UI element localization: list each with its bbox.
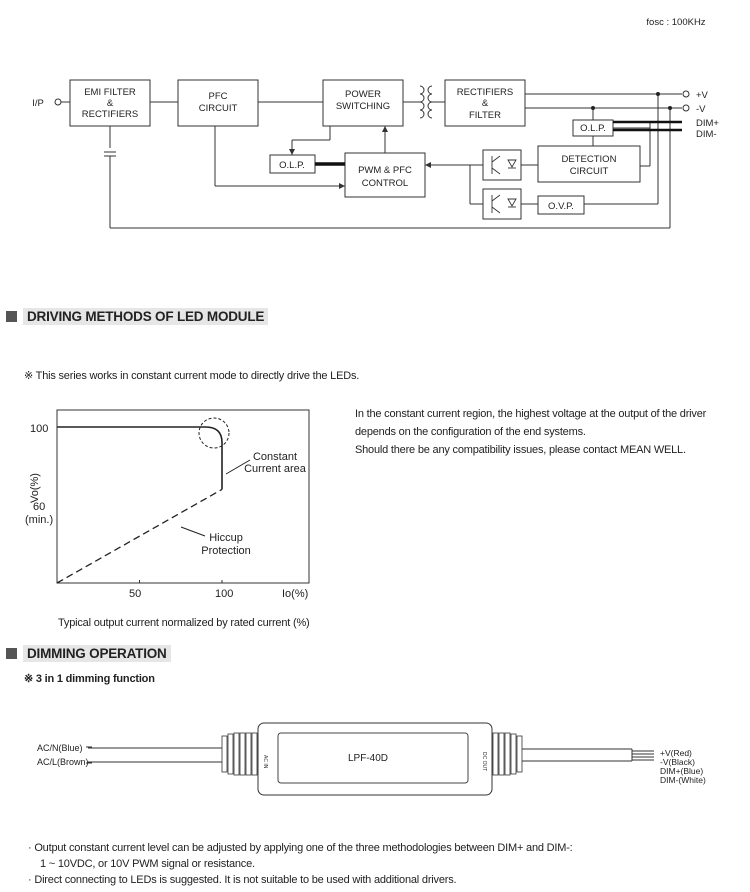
dimming-bullet-2: · Direct connecting to LEDs is suggested… [28,874,457,886]
svg-text:RECTIFIERS: RECTIFIERS [82,109,138,120]
module-dc-marking: DC OUT [481,752,487,771]
svg-text:CONTROL: CONTROL [362,178,408,189]
block-diagram: fosc : 100KHz I/P EMI FILTER & RECTIFIER… [32,17,719,229]
svg-text:&: & [482,98,489,109]
vplus-terminal [682,90,690,98]
y-axis-label: Vo(%) [29,473,41,503]
chart-caption: Typical output current normalized by rat… [58,617,310,629]
svg-text:O.L.P.: O.L.P. [580,123,606,134]
right-wire-label-1: +V(Red) [660,748,692,758]
driving-section-header: DRIVING METHODS OF LED MODULE [6,307,269,325]
left-wire-label-1: AC/N(Blue) [37,743,83,753]
knee-highlight-circle [198,417,230,449]
driving-note: ※ This series works in constant current … [24,370,360,382]
svg-text:DIM-: DIM- [696,129,717,140]
svg-text:SWITCHING: SWITCHING [336,101,390,112]
y-tick-60: 60 [33,501,45,513]
x-tick-50: 50 [129,588,141,600]
chart-frame [56,409,310,584]
svg-text:POWER: POWER [345,89,381,100]
power-switching-box [322,79,404,127]
y-tick-min: (min.) [25,514,53,526]
y-tick-100: 100 [30,423,48,435]
constant-current-pointer [225,459,251,475]
svg-text:&: & [107,98,114,109]
constant-current-label-2: Current area [244,463,307,475]
right-wire-label-3: DIM+(Blue) [660,766,703,776]
x-tick-100: 100 [215,588,233,600]
svg-text:-V: -V [696,104,706,115]
svg-text:DETECTION: DETECTION [562,154,617,165]
pfc-circuit-box [177,79,259,127]
right-wire-label-4: DIM-(White) [660,775,706,785]
vo-io-chart: 100 60 (min.) 50 100 Io(%) Vo(%) Constan… [25,409,310,600]
driving-header-label: DRIVING METHODS OF LED MODULE [23,307,269,325]
vminus-terminal [682,104,690,112]
right-wire-label-2: -V(Black) [660,757,695,767]
dimming-note: ※ 3 in 1 dimming function [24,673,155,685]
header-square-icon [6,647,17,659]
svg-text:O.L.P.: O.L.P. [279,160,305,171]
svg-text:PWM & PFC: PWM & PFC [358,165,412,176]
module-model-label: LPF-40D [348,753,388,764]
left-wire-label-2: AC/L(Brown) [37,757,89,767]
header-square-icon [6,310,17,322]
module-ac-marking: AC IN [262,755,268,769]
x-axis-label: Io(%) [282,588,308,600]
hiccup-pointer [180,526,206,537]
rectifiers-filter-box [444,79,526,127]
driving-desc-3: Should there be any compatibility issues… [355,444,686,456]
hiccup-label-1: Hiccup [209,532,243,544]
detection-circuit-box [537,145,641,183]
dimming-bullet-1: · Output constant current level can be a… [28,842,573,854]
constant-current-label-1: Constant [253,451,297,463]
dimming-section-header: DIMMING OPERATION [6,644,171,662]
input-label: I/P [32,98,44,109]
module-label-window [277,732,469,784]
svg-text:EMI FILTER: EMI FILTER [84,87,136,98]
ovp-box [537,195,585,215]
optocoupler-lower [482,188,522,220]
input-terminal [54,98,62,106]
driving-desc-2: depends on the configuration of the end … [355,426,586,438]
svg-text:CIRCUIT: CIRCUIT [199,103,238,114]
constant-current-curve [57,426,223,490]
svg-text:+V: +V [696,90,709,101]
lpf-module-drawing: LPF-40D AC/N(Blue) AC/L(Brown) +V(Red) -… [37,722,706,796]
dimming-header-label: DIMMING OPERATION [23,644,171,662]
hiccup-label-2: Protection [201,545,251,557]
driving-desc-1: In the constant current region, the high… [355,408,707,420]
dimming-bullet-1-cont: 1 ~ 10VDC, or 10V PWM signal or resistan… [40,858,255,870]
hiccup-dashed-line [56,488,223,584]
svg-text:PFC: PFC [209,91,228,102]
svg-text:FILTER: FILTER [469,110,501,121]
svg-text:CIRCUIT: CIRCUIT [570,166,609,177]
fosc-label: fosc : 100KHz [646,17,705,28]
svg-text:RECTIFIERS: RECTIFIERS [457,87,513,98]
optocoupler-upper [482,149,522,181]
svg-text:O.V.P.: O.V.P. [548,201,574,212]
svg-text:DIM+: DIM+ [696,118,719,129]
